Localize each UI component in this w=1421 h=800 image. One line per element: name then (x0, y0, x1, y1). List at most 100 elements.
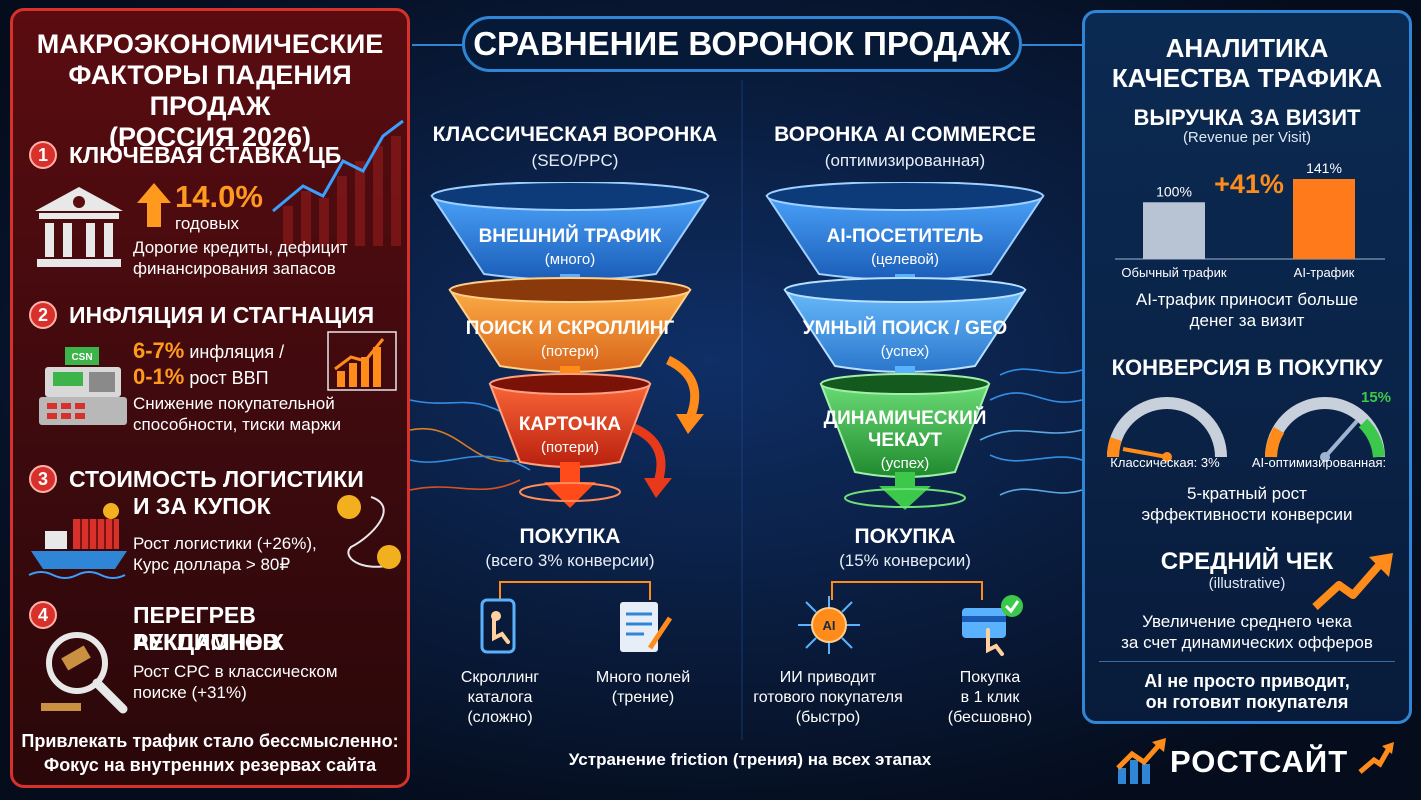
classic-result-label: ПОКУПКА (519, 525, 621, 548)
ai-stage-label: AI-ПОСЕТИТЕЛЬ (826, 226, 984, 247)
factor-desc: Снижение покупательной (133, 394, 335, 413)
rpv-category-label: AI-трафик (1294, 265, 1355, 280)
ai-gauge-label: AI-оптимизированная: (1251, 455, 1387, 470)
center-footer: Устранение friction (трения) на всех эта… (568, 750, 932, 769)
ai-icon-caption: Покупка в 1 клик (бесшовно) (930, 668, 1050, 728)
factor-title: КЛЮЧЕВАЯ СТАВКА ЦБ (69, 142, 342, 168)
inflation-value: 6-7% (133, 338, 185, 363)
right-divider (1099, 661, 1395, 662)
traffic-analytics-panel: АНАЛИТИКА КАЧЕСТВА ТРАФИКА ВЫРУЧКА ЗА ВИ… (1082, 10, 1412, 724)
factor-desc: Рост логистики (+26%), (133, 534, 317, 553)
factor-title: СТОИМОСТЬ ЛОГИСТИКИ (69, 466, 364, 492)
cargo-ship-icon (28, 503, 127, 579)
right-final: AI не просто приводит, он готовит покупа… (1085, 671, 1409, 713)
gdp-label: рост ВВП (184, 368, 269, 388)
brand-name: РОСТСАЙТ (1170, 744, 1349, 779)
factor-title: АУКЦИОНОВ (133, 629, 280, 655)
rpv-desc: AI-трафик приносит больше денег за визит (1085, 289, 1409, 331)
caption-line: готового покупателя (753, 689, 903, 706)
left-title-line: ФАКТОРЫ ПАДЕНИЯ ПРОДАЖ (68, 60, 352, 121)
classic-result-sub: (всего 3% конверсии) (485, 551, 655, 570)
right-title-line: АНАЛИТИКА (1165, 33, 1329, 63)
left-title-line: (РОССИЯ 2026) (108, 122, 311, 152)
left-title-line: МАКРОЭКОНОМИЧЕСКИЕ (36, 29, 384, 59)
conversion-gauges (1106, 397, 1385, 462)
brand-logo-icon (1116, 738, 1166, 784)
classic-stage-label: КАРТОЧКА (518, 414, 622, 435)
left-footer-line: Фокус на внутренних резервах сайта (43, 755, 377, 775)
rpv-subheading: (Revenue per Visit) (1182, 129, 1312, 146)
cash-register-icon: CSN (39, 347, 127, 425)
rpv-category-label: Обычный трафик (1121, 265, 1226, 280)
caption-line: (сложно) (467, 709, 533, 726)
classic-stage-sub: (потери) (541, 343, 599, 360)
right-title: АНАЛИТИКА КАЧЕСТВА ТРАФИКА (1085, 33, 1409, 93)
caption-line: ИИ приводит (779, 669, 877, 686)
caption-line: в 1 клик (960, 689, 1020, 706)
key-rate-unit: годовых (175, 214, 240, 233)
gdp-line: 0-1% рост ВВП (133, 361, 269, 393)
gdp-value: 0-1% (133, 364, 185, 389)
rising-chart-decoration (272, 119, 404, 246)
aov-subheading: (illustrative) (1208, 575, 1286, 592)
ai-stage-sub: (успех) (880, 343, 930, 360)
macro-factors-panel: МАКРОЭКОНОМИЧЕСКИЕ ФАКТОРЫ ПАДЕНИЯ ПРОДА… (10, 8, 410, 788)
classic-branch-lines (499, 581, 651, 600)
ai-icon-caption: ИИ приводит готового покупателя (быстро) (738, 668, 918, 728)
caption-line: (трение) (611, 689, 675, 706)
ai-funnel-heading: ВОРОНКА AI COMMERCE (774, 123, 1036, 146)
one-click-card-icon (962, 595, 1023, 656)
conversion-desc-line: 5-кратный рост (1187, 484, 1307, 503)
rpv-bar (1293, 179, 1355, 259)
factor-number: 3 (29, 465, 57, 493)
rpv-desc-line: денег за визит (1189, 311, 1305, 330)
factor-title: И ЗА КУПОК (133, 493, 271, 519)
brand-arrow-icon (1358, 742, 1394, 774)
caption-line: Скроллинг (460, 669, 540, 686)
rpv-heading: ВЫРУЧКА ЗА ВИЗИТ (1133, 105, 1361, 130)
caption-line: каталога (467, 689, 533, 706)
rpv-value-label: 141% (1306, 160, 1342, 176)
conversion-desc-line: эффективности конверсии (1141, 505, 1353, 524)
factor-desc: финансирования запасов (133, 259, 336, 278)
register-label: CSN (71, 352, 92, 363)
caption-line: Покупка (959, 669, 1021, 686)
ai-funnel-graphic (765, 182, 1045, 510)
form-fields-icon (620, 602, 673, 652)
up-arrow-icon (137, 183, 171, 227)
factor-number: 2 (29, 301, 57, 329)
inflation-line: 6-7% инфляция / (133, 335, 284, 367)
left-footer-line: Привлекать трафик стало бессмысленно: (21, 731, 399, 751)
left-footer: Привлекать трафик стало бессмысленно: Фо… (13, 729, 407, 777)
inflation-label: инфляция / (184, 342, 285, 362)
aov-desc-line: Увеличение среднего чека (1142, 612, 1352, 631)
ai-result-sub: (15% конверсии) (839, 551, 971, 570)
right-final-line: AI не просто приводит, (1144, 671, 1350, 691)
right-title-line: КАЧЕСТВА ТРАФИКА (1111, 63, 1383, 93)
rpv-growth-annotation: +41% (1214, 169, 1284, 199)
classic-gauge-label: Классическая: 3% (1110, 455, 1220, 470)
ai-stage-sub: (целевой) (871, 251, 939, 268)
factor-number: 4 (29, 601, 57, 629)
caption-line: (бесшовно) (947, 709, 1033, 726)
ai-conversion-value: 15% (1361, 389, 1392, 406)
factor-title: ПЕРЕГРЕВ РЕКЛАМНЫХ (133, 602, 285, 655)
classic-stage-sub: (потери) (541, 439, 599, 456)
caption-line: Много полей (595, 669, 691, 686)
chip-label: AI (823, 618, 836, 633)
factor-desc: способности, тиски маржи (133, 415, 342, 434)
classic-stage-sub: (много) (544, 251, 596, 268)
ai-stage-label: ЧЕКАУТ (867, 430, 943, 451)
factor-title: ИНФЛЯЦИЯ И СТАГНАЦИЯ (69, 302, 375, 328)
ai-result-label: ПОКУПКА (854, 525, 956, 548)
growth-chart-icon (327, 331, 397, 391)
factor-desc: Курс доллара > 80₽ (133, 555, 291, 574)
aov-desc-line: за счет динамических офферов (1121, 633, 1373, 652)
ai-funnel-sub: (оптимизированная) (824, 151, 986, 170)
ai-branch-lines (831, 581, 983, 600)
auction-gavel-icon (41, 632, 128, 714)
ai-stage-label: ДИНАМИЧЕСКИЙ (823, 408, 987, 429)
scroll-phone-icon (480, 598, 516, 654)
classic-funnel-sub: (SEO/PPC) (531, 151, 619, 170)
